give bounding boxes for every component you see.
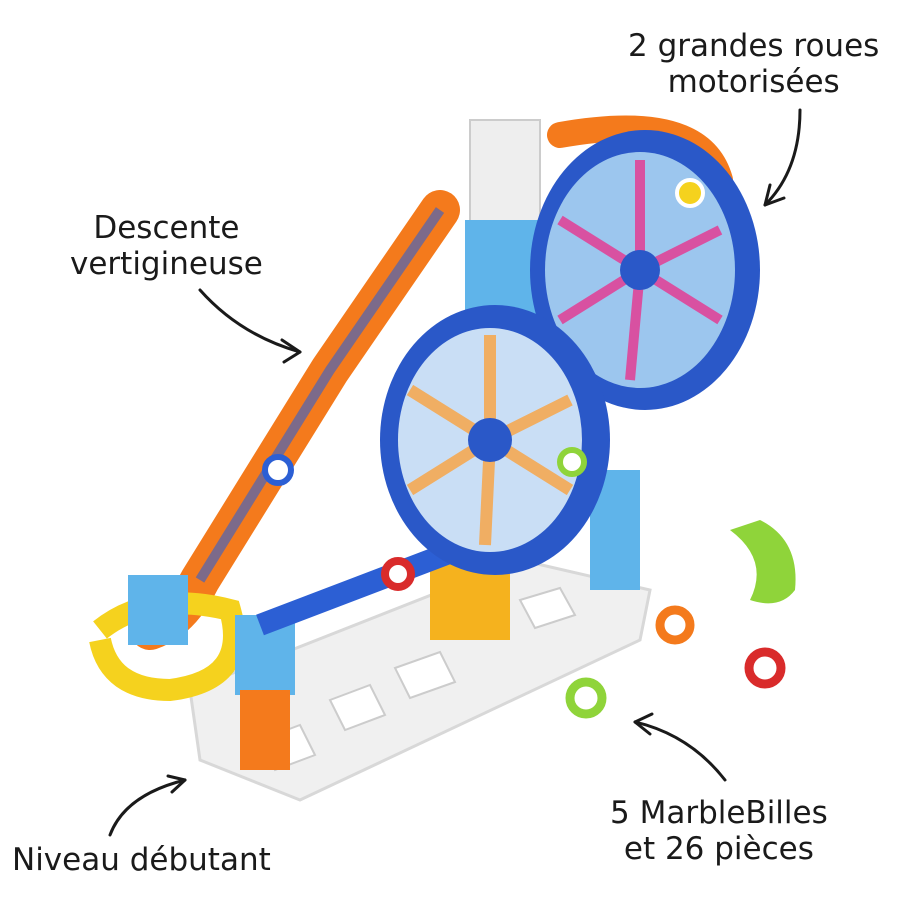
arrow-wheels-icon xyxy=(763,108,802,207)
marble-green xyxy=(565,677,607,719)
callout-level: Niveau débutant xyxy=(12,842,271,878)
lower-track xyxy=(256,534,474,636)
rear-ferris-wheel xyxy=(530,130,760,410)
green-curve-piece xyxy=(730,520,796,604)
arrow-marbles-icon xyxy=(633,720,727,782)
marble-orange xyxy=(655,605,695,645)
arrow-descent-icon xyxy=(198,288,302,354)
callout-marbles: 5 MarbleBilles et 26 pièces xyxy=(610,795,828,867)
front-ferris-wheel xyxy=(380,305,610,575)
marble-red xyxy=(381,557,415,591)
callout-wheels: 2 grandes roues motorisées xyxy=(628,28,880,100)
callout-descent: Descente vertigineuse xyxy=(70,210,263,282)
arrow-level-icon xyxy=(108,778,187,837)
callout-arrows xyxy=(108,108,802,837)
marble-red-loose xyxy=(744,647,786,689)
